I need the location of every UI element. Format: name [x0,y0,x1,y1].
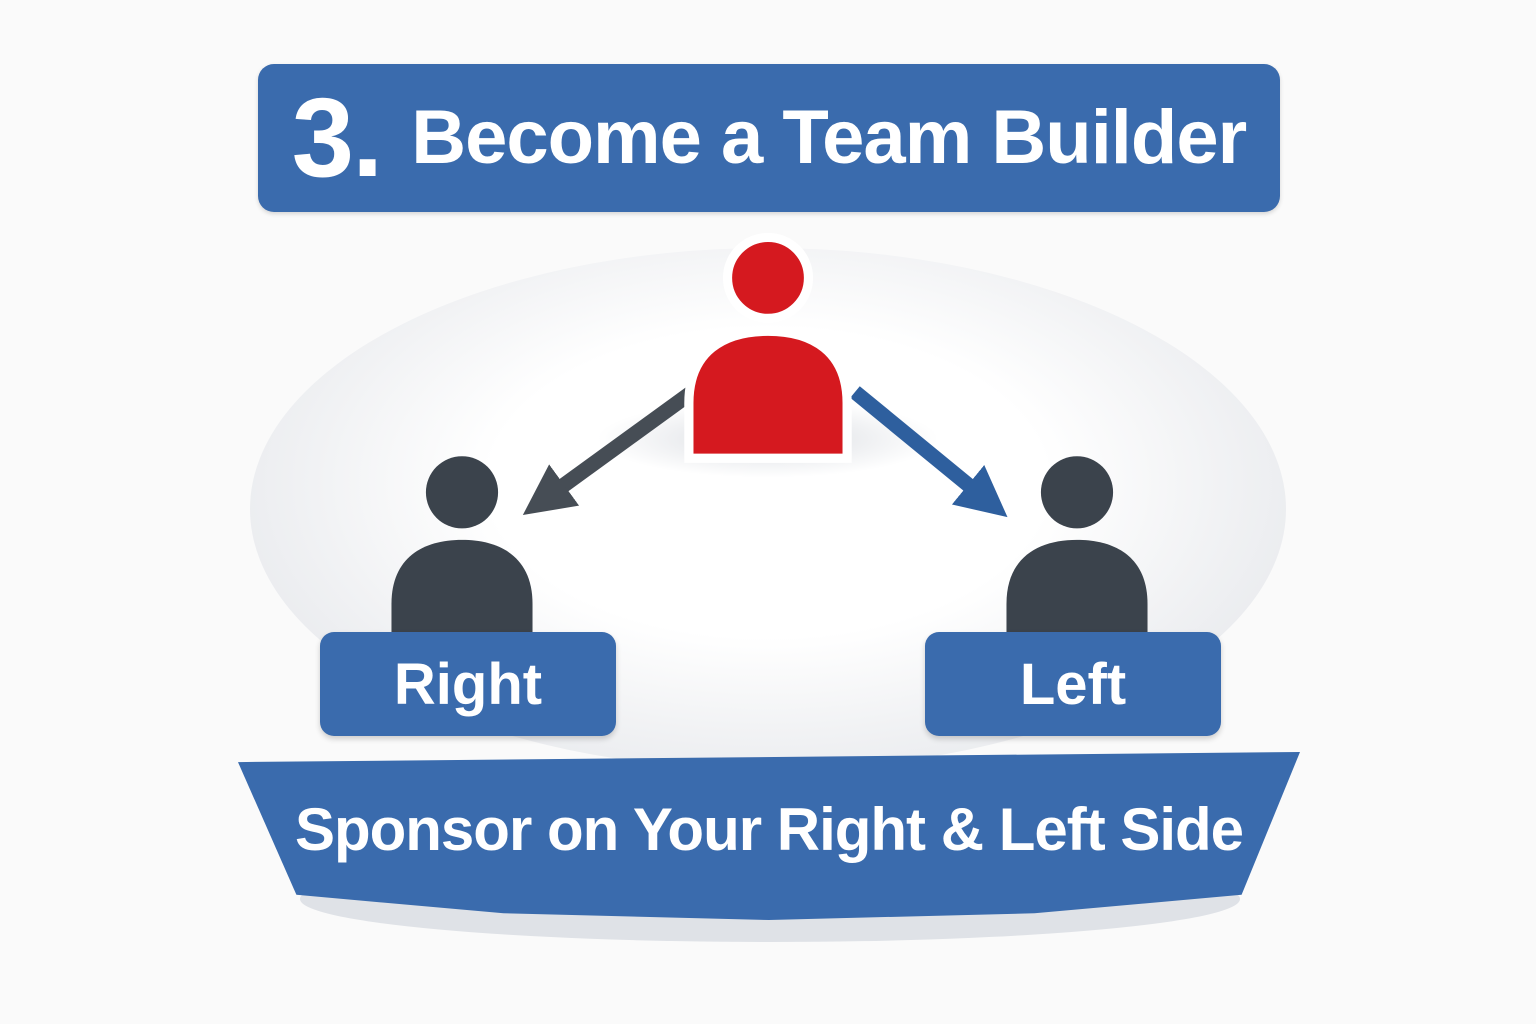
sponsor-person-icon [684,232,852,463]
right-team-person-icon [391,456,533,654]
right-branch-label: Right [393,651,543,717]
page-title: Become a Team Builder [411,95,1247,180]
right-branch-label-box: Right [320,632,616,736]
step-number: 3. [291,75,383,200]
left-team-person-icon [1006,456,1148,654]
left-branch-label: Left [1019,651,1127,717]
left-branch-label-box: Left [925,632,1221,736]
bottom-banner-text: Sponsor on Your Right & Left Side [294,795,1244,863]
title-banner: 3. Become a Team Builder [258,64,1280,212]
bottom-banner: Sponsor on Your Right & Left Side [238,752,1300,920]
